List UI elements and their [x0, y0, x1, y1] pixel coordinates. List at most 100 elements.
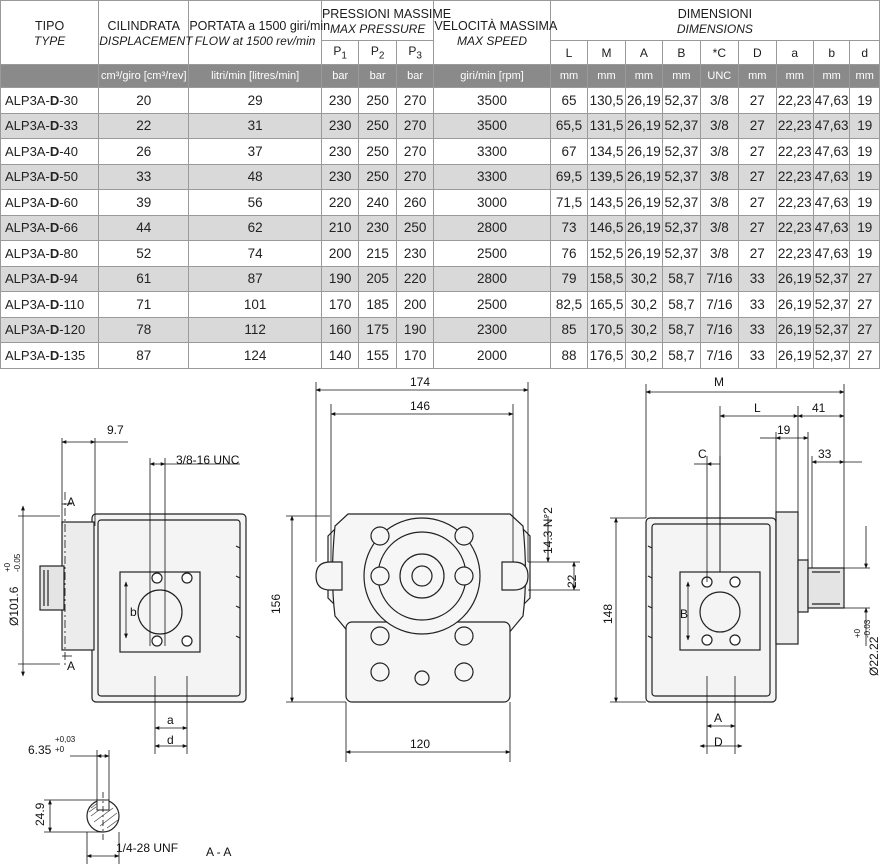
col-flow-header: PORTATA a 1500 giri/min FLOW at 1500 rev… [188, 0, 330, 65]
cell-B: 52,37 [662, 163, 701, 190]
specifications-table: TIPO TYPE CILINDRATA DISPLACEMENT PORTAT… [0, 0, 880, 369]
model-suffix: -135 [59, 347, 86, 363]
model-cell: ALP3A-D-60 [0, 189, 100, 216]
model-cell: ALP3A-D-135 [0, 342, 100, 369]
cell-b: 52,37 [812, 342, 851, 369]
cell-L: 88 [549, 342, 589, 369]
cell-A: 26,19 [624, 189, 664, 216]
label-b: b [130, 605, 137, 619]
cell-p1: 140 [320, 342, 360, 369]
model-series: D [49, 271, 60, 287]
cell-A: 26,19 [624, 214, 664, 241]
cell-D: 27 [738, 214, 777, 241]
pilot-tol-upper: +0 [3, 562, 12, 572]
cell-C: 3/8 [699, 214, 740, 241]
p1-header: P1 [320, 40, 360, 65]
cell-speed: 3000 [433, 189, 551, 216]
cell-b: 47,63 [812, 163, 851, 190]
cell-L: 76 [549, 240, 589, 267]
cell-D: 27 [738, 189, 777, 216]
cell-L: 82,5 [549, 291, 589, 318]
cell-b: 47,63 [812, 87, 851, 114]
dim-a-header: a [775, 40, 814, 65]
model-prefix: ALP3A- [5, 347, 50, 363]
cell-p1: 220 [320, 189, 360, 216]
cell-D: 27 [738, 240, 777, 267]
model-suffix: -40 [59, 143, 78, 159]
pilot-tol-lower: -0.05 [13, 553, 22, 572]
dim-148: 148 [601, 604, 615, 624]
cell-disp: 52 [98, 240, 190, 267]
cell-D: 33 [738, 265, 777, 292]
col-displacement-header: CILINDRATA DISPLACEMENT [98, 0, 193, 65]
cell-p3: 270 [395, 87, 435, 114]
cell-p1: 210 [320, 214, 360, 241]
shaft-tol-upper: +0 [853, 628, 862, 638]
cell-p1: 230 [320, 87, 360, 114]
units-C: UNC [699, 64, 740, 88]
cell-p1: 230 [320, 163, 360, 190]
label-D: D [714, 735, 723, 749]
cell-a: 22,23 [775, 214, 814, 241]
cell-d: 19 [849, 87, 880, 114]
dim-B-header: B [662, 40, 701, 65]
model-prefix: ALP3A- [5, 220, 50, 236]
cell-d: 27 [849, 342, 880, 369]
cell-d: 19 [849, 214, 880, 241]
cell-flow: 37 [188, 138, 322, 165]
model-suffix: -50 [59, 169, 78, 185]
units-b: mm [812, 64, 851, 88]
cell-p2: 250 [358, 87, 397, 114]
cell-p2: 250 [358, 112, 397, 139]
units-A: mm [624, 64, 664, 88]
right-side-view [645, 511, 845, 703]
model-cell: ALP3A-D-80 [0, 240, 100, 267]
cell-a: 26,19 [775, 265, 814, 292]
model-prefix: ALP3A- [5, 92, 50, 108]
cell-b: 47,63 [812, 240, 851, 267]
cell-b: 52,37 [812, 291, 851, 318]
cell-A: 30,2 [624, 316, 664, 343]
cell-C: 3/8 [699, 87, 740, 114]
model-cell: ALP3A-D-94 [0, 265, 100, 292]
model-series: D [49, 322, 60, 338]
model-suffix: -30 [59, 92, 78, 108]
cell-p1: 190 [320, 265, 360, 292]
cell-flow: 48 [188, 163, 322, 190]
cell-L: 79 [549, 265, 589, 292]
pressioni-label: PRESSIONI MASSIME [321, 6, 452, 21]
cell-flow: 124 [188, 342, 322, 369]
cell-M: 158,5 [587, 265, 626, 292]
label-M: M [714, 375, 724, 389]
dim-174: 174 [410, 375, 430, 389]
cell-C: 7/16 [699, 342, 740, 369]
cell-C: 3/8 [699, 240, 740, 267]
cell-p3: 270 [395, 112, 435, 139]
cell-b: 47,63 [812, 214, 851, 241]
cell-A: 30,2 [624, 291, 664, 318]
cell-speed: 3300 [433, 163, 551, 190]
cell-A: 26,19 [624, 240, 664, 267]
cell-disp: 61 [98, 265, 190, 292]
cell-C: 7/16 [699, 265, 740, 292]
label-d: d [167, 733, 174, 747]
cell-B: 52,37 [662, 87, 701, 114]
model-series: D [49, 245, 60, 261]
cell-B: 52,37 [662, 138, 701, 165]
technical-drawing: 9.7 3/8-16 UNC A A Ø101.6 +0 -0.05 b a d [3, 375, 880, 864]
cell-d: 19 [849, 112, 880, 139]
cell-p2: 185 [358, 291, 397, 318]
cell-a: 22,23 [775, 189, 814, 216]
model-suffix: -94 [59, 271, 78, 287]
cell-D: 33 [738, 342, 777, 369]
model-cell: ALP3A-D-40 [0, 138, 100, 165]
model-prefix: ALP3A- [5, 118, 50, 134]
right-view-labels: M L 41 19 33 C B 148 Ø22.22 +0 -0.03 A D [601, 375, 880, 749]
dim-14-3: 14.3 N°2 [541, 507, 555, 554]
cell-a: 22,23 [775, 138, 814, 165]
cell-D: 33 [738, 291, 777, 318]
